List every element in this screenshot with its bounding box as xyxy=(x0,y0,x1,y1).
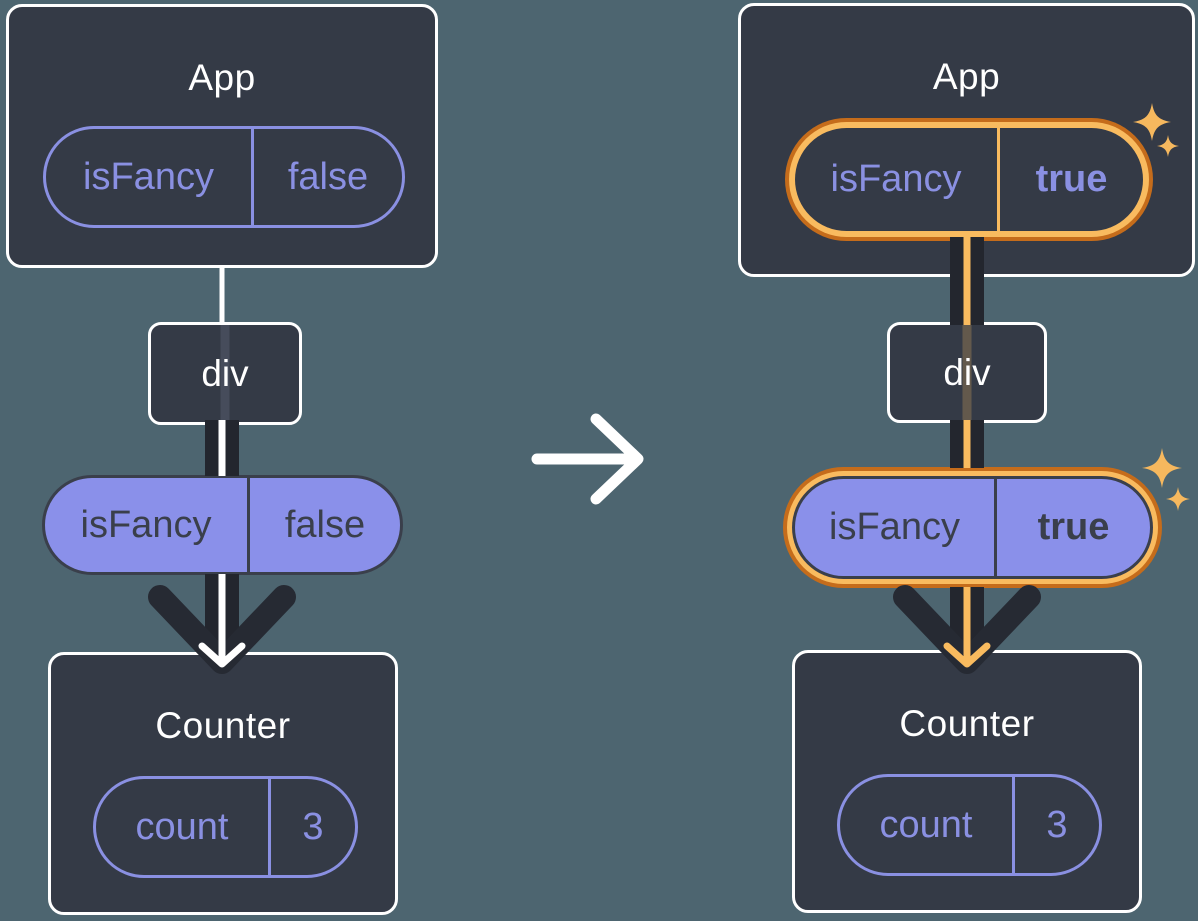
prop-name: isFancy xyxy=(795,128,1000,231)
before-counter-state-pill: count 3 xyxy=(93,776,358,878)
after-app-card: App isFancy true xyxy=(738,3,1195,277)
before-connector-prop-counter-core xyxy=(218,574,226,660)
prop-value: true xyxy=(1035,158,1108,200)
arrow-right-icon xyxy=(531,413,644,505)
prop-value: true xyxy=(1037,506,1110,548)
after-connector-div-prop-core xyxy=(963,420,971,468)
before-div-card: div xyxy=(148,322,302,425)
highlight-ring-inner-band: isFancy true xyxy=(787,471,1158,584)
prop-name: isFancy xyxy=(46,129,254,225)
after-passed-prop-highlight-ring: isFancy true xyxy=(783,467,1162,588)
connector-through-div xyxy=(962,325,972,420)
before-div-label: div xyxy=(201,352,249,394)
after-connector-div-prop-dark xyxy=(950,420,984,468)
before-connector-prop-counter-dark xyxy=(205,574,239,660)
sparkle-icon-large xyxy=(1142,448,1182,488)
after-counter-state-pill: count 3 xyxy=(837,774,1102,876)
prop-value: false xyxy=(287,155,369,198)
before-passed-prop-pill: isFancy false xyxy=(42,475,403,575)
after-app-prop-highlight-ring: isFancy true xyxy=(785,118,1153,241)
before-app-title: App xyxy=(188,57,256,98)
prop-value: false xyxy=(284,503,366,546)
after-div-label: div xyxy=(943,351,991,393)
sparkle-icon-small xyxy=(1166,487,1190,511)
after-div-card: div xyxy=(887,322,1047,423)
highlight-ring-dark-edge: isFancy true xyxy=(792,476,1153,579)
before-connector-div-prop-dark xyxy=(205,420,239,476)
before-app-card: App isFancy false xyxy=(6,4,438,268)
state-value: 3 xyxy=(302,805,324,848)
before-counter-card: Counter count 3 xyxy=(48,652,398,915)
before-connector-app-div xyxy=(219,266,225,324)
state-value: 3 xyxy=(1046,803,1068,846)
before-connector-div-prop-core xyxy=(218,420,226,476)
after-counter-card: Counter count 3 xyxy=(792,650,1142,913)
prop-name: isFancy xyxy=(45,478,250,572)
before-app-prop-pill: isFancy false xyxy=(43,126,405,228)
prop-name: isFancy xyxy=(795,479,997,576)
state-name: count xyxy=(840,777,1015,873)
after-passed-prop-pill: isFancy true xyxy=(795,479,1150,576)
before-counter-title: Counter xyxy=(155,705,291,746)
state-name: count xyxy=(96,779,271,875)
after-app-prop-pill: isFancy true xyxy=(795,128,1143,231)
after-counter-title: Counter xyxy=(899,703,1035,744)
connector-through-div xyxy=(220,325,230,422)
after-app-title: App xyxy=(932,56,1001,97)
highlight-ring-inner-band: isFancy true xyxy=(789,122,1149,237)
